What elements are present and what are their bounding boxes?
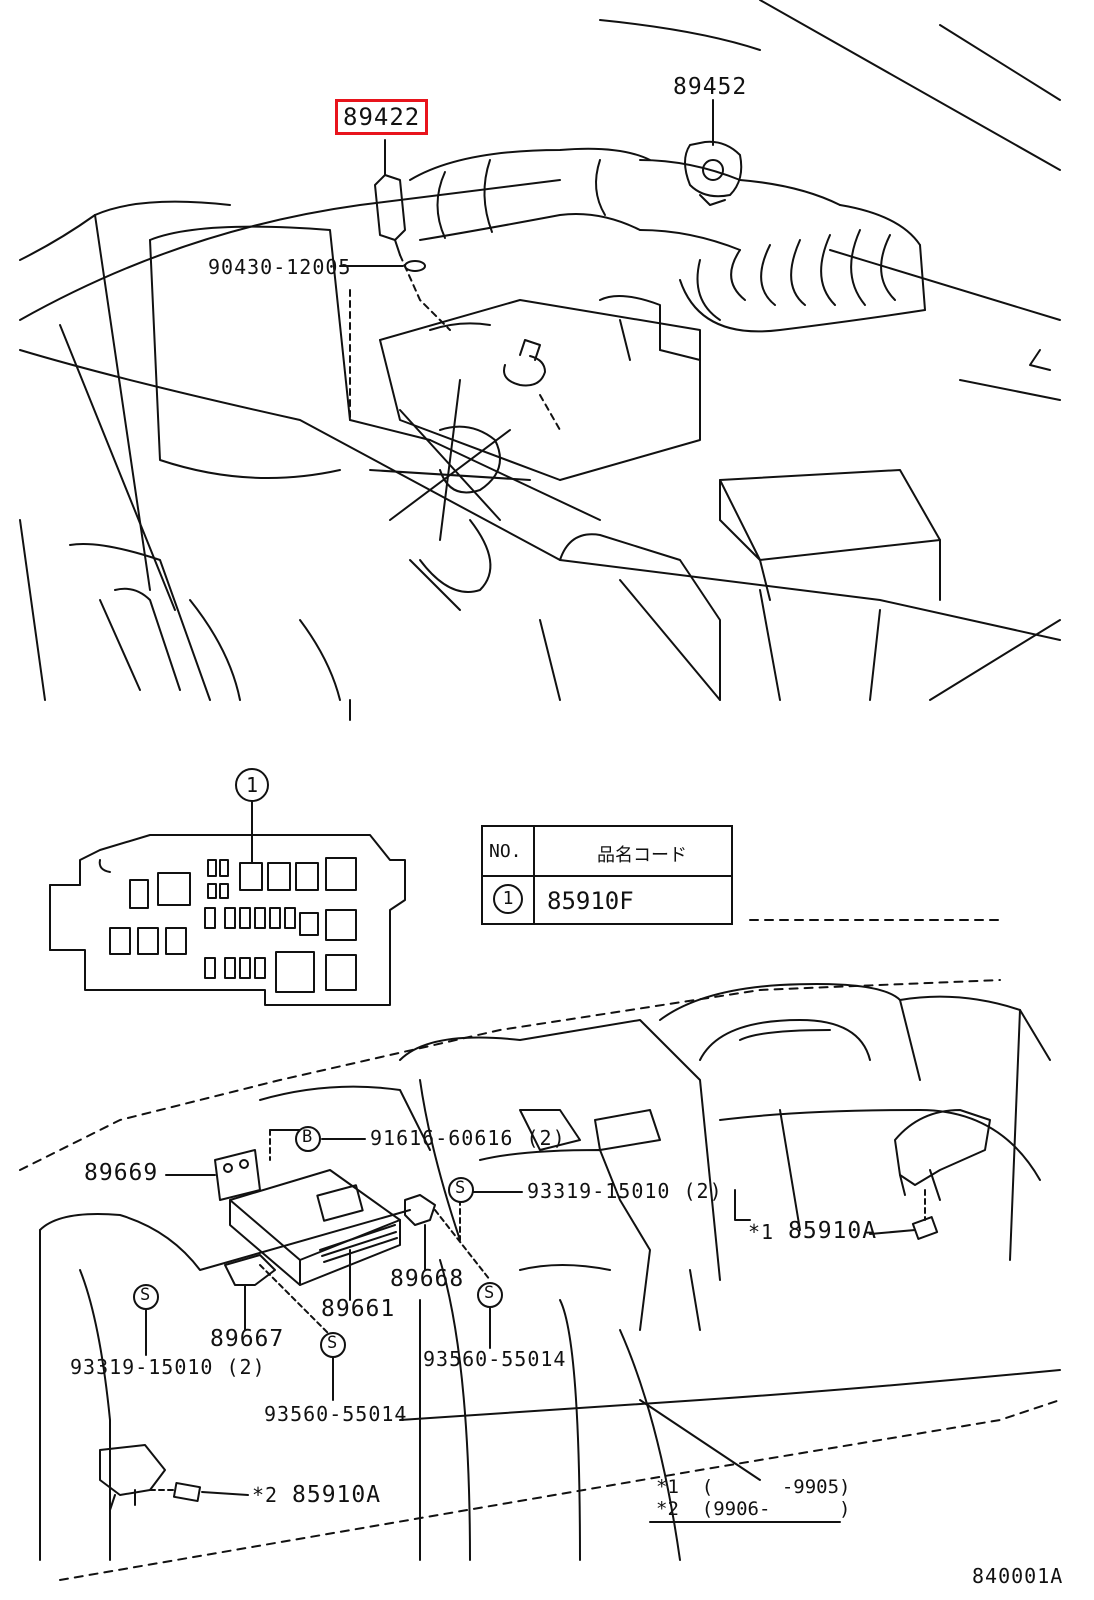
footnote-2: *2 (9906- )	[656, 1498, 851, 1520]
engine-bay-drawing	[19, 0, 1061, 721]
part-label-85910a-2[interactable]: 85910A	[292, 1482, 382, 1508]
part-label-93319-15010-left[interactable]: 93319-15010 (2)	[70, 1355, 266, 1379]
table-row-code[interactable]: 85910F	[547, 887, 634, 915]
part-label-93560-55014-right[interactable]: 93560-55014	[423, 1347, 567, 1371]
badge-s: S	[484, 1283, 496, 1303]
table-header-code: 品名コード	[597, 845, 687, 866]
part-label-89669[interactable]: 89669	[84, 1160, 159, 1186]
badge-b: B	[302, 1127, 314, 1147]
badge-s: S	[140, 1285, 152, 1305]
badge-s: S	[327, 1333, 339, 1353]
part-label-89452[interactable]: 89452	[673, 74, 748, 100]
fuse-block-drawing	[49, 801, 406, 1006]
part-label-89667[interactable]: 89667	[210, 1326, 285, 1352]
footnote-1: *1 ( -9905)	[656, 1476, 851, 1498]
part-label-89422[interactable]: 89422	[335, 99, 429, 135]
part-label-93319-15010-right[interactable]: 93319-15010 (2)	[527, 1179, 723, 1203]
table-row-number: 1	[493, 884, 523, 914]
badge-s: S	[455, 1178, 467, 1198]
part-label-90430-12005[interactable]: 90430-12005	[208, 255, 352, 279]
note-mark-2: *2	[252, 1483, 279, 1507]
drawing-id: 840001A	[972, 1564, 1064, 1588]
table-divider	[533, 827, 535, 923]
part-label-89668[interactable]: 89668	[390, 1266, 465, 1292]
parts-code-table: NO. 品名コード 1 85910F	[481, 825, 733, 925]
part-label-93560-55014-left[interactable]: 93560-55014	[264, 1402, 408, 1426]
table-header-no: NO.	[489, 841, 522, 862]
callout-1: 1	[235, 768, 269, 802]
part-label-91616-60616[interactable]: 91616-60616 (2)	[370, 1126, 566, 1150]
badges	[133, 1126, 503, 1358]
table-header-row	[483, 827, 731, 877]
note-mark-1: *1	[748, 1220, 775, 1244]
dashboard-drawing	[19, 919, 1061, 1581]
part-label-89661[interactable]: 89661	[321, 1296, 396, 1322]
part-label-85910a-1[interactable]: 85910A	[788, 1218, 878, 1244]
leader-lines	[145, 1138, 916, 1523]
